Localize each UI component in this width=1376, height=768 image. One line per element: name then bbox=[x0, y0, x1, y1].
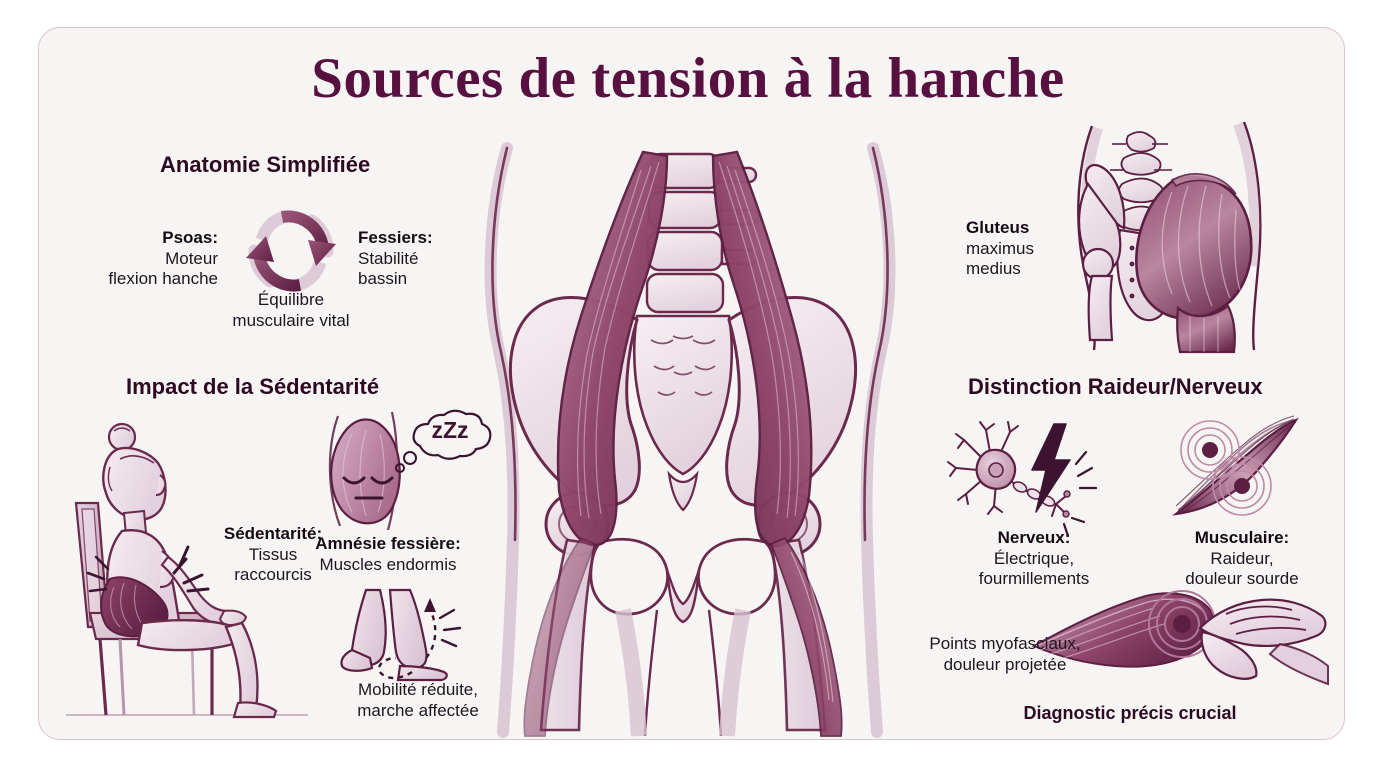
nerve-label-block: Nerveux: Électrique, fourmillements bbox=[944, 528, 1124, 590]
psoas-label-block: Psoas: Moteur flexion hanche bbox=[48, 228, 218, 290]
hand-pressing-muscle-icon bbox=[1030, 588, 1330, 698]
pelvis-psoas-anatomy-icon bbox=[455, 140, 925, 740]
mobility-caption: Mobilité réduite, marche affectée bbox=[308, 680, 528, 721]
gluteus-desc-line1: maximus bbox=[966, 238, 1035, 258]
sitting-desc-line2: raccourcis bbox=[234, 565, 312, 585]
glutes-label: Fessiers: bbox=[358, 228, 433, 247]
muscle-trigger-point-icon bbox=[1164, 410, 1309, 525]
glutes-label-block: Fessiers: Stabilité bassin bbox=[358, 228, 538, 290]
nerve-desc-line1: Électrique, bbox=[993, 548, 1075, 568]
gluteus-desc-line2: medius bbox=[966, 259, 1021, 279]
neuron-lightning-icon bbox=[947, 418, 1108, 538]
conclusion-text: Diagnostic précis crucial bbox=[1023, 703, 1237, 723]
gluteus-label-block: Gluteus maximus medius bbox=[966, 218, 1106, 280]
muscle-label: Musculaire: bbox=[1194, 528, 1290, 547]
section-heading-sedentary: Impact de la Sédentarité bbox=[126, 374, 380, 399]
psoas-label: Psoas: bbox=[162, 228, 218, 247]
page-title: Sources de tension à la hanche bbox=[311, 47, 1065, 110]
section-heading-anatomy: Anatomie Simplifiée bbox=[160, 152, 371, 177]
mobility-desc-line1: Mobilité réduite, bbox=[357, 680, 478, 699]
sleeping-glute-icon: zZz bbox=[312, 409, 502, 540]
circular-arrows-icon bbox=[236, 196, 346, 306]
amnesia-label-block: Amnésie fessière: Muscles endormis bbox=[288, 534, 488, 575]
walking-legs-icon bbox=[330, 588, 510, 688]
psoas-desc-line1: Moteur bbox=[165, 248, 218, 268]
glutes-desc-line2: bassin bbox=[358, 269, 408, 289]
myofascial-caption: Points myofasciaux, douleur projetée bbox=[890, 634, 1120, 675]
section-heading-distinction: Distinction Raideur/Nerveux bbox=[968, 374, 1263, 399]
psoas-desc-line2: flexion hanche bbox=[108, 269, 218, 289]
seated-woman-icon bbox=[62, 415, 312, 727]
amnesia-desc: Muscles endormis bbox=[319, 554, 457, 574]
cycle-caption: Équilibre musculaire vital bbox=[196, 290, 386, 331]
nerve-label: Nerveux: bbox=[997, 528, 1071, 547]
myofascial-desc-line2: douleur projetée bbox=[943, 654, 1067, 674]
muscle-desc-line2: douleur sourde bbox=[1185, 569, 1299, 589]
muscle-label-block: Musculaire: Raideur, douleur sourde bbox=[1152, 528, 1332, 590]
mobility-desc-line2: marche affectée bbox=[357, 700, 479, 720]
glutes-desc-line1: Stabilité bbox=[358, 248, 419, 268]
posterior-hip-anatomy-icon bbox=[1068, 118, 1304, 354]
myofascial-desc-line1: Points myofasciaux, bbox=[929, 634, 1081, 653]
sitting-label: Sédentarité: bbox=[223, 524, 323, 543]
sitting-label-block: Sédentarité: Tissus raccourcis bbox=[178, 524, 368, 586]
amnesia-label: Amnésie fessière: bbox=[315, 534, 461, 553]
cycle-caption-line1: Équilibre bbox=[257, 290, 325, 309]
muscle-desc-line1: Raideur, bbox=[1210, 548, 1274, 568]
gluteus-label: Gluteus bbox=[966, 218, 1030, 237]
sitting-desc-line1: Tissus bbox=[248, 544, 298, 564]
nerve-desc-line2: fourmillements bbox=[978, 569, 1090, 589]
cycle-caption-line2: musculaire vital bbox=[232, 310, 350, 330]
sleep-bubble-text: zZz bbox=[431, 417, 468, 443]
